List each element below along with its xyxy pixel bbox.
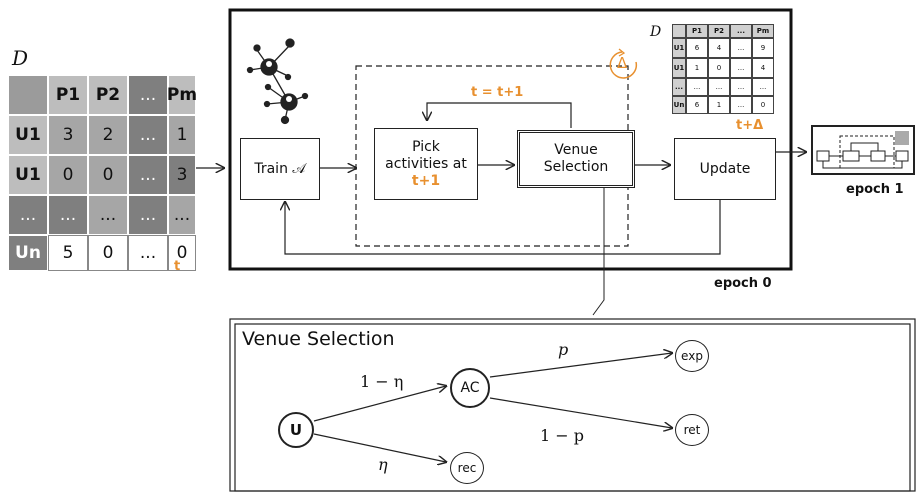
row-header: ... [672, 78, 686, 96]
node-ac: AC [450, 368, 490, 408]
matrix-cell: ... [168, 195, 196, 235]
node-ret: ret [675, 414, 709, 446]
matrix-cell: 0 [48, 155, 88, 195]
matrix-cell: 0 [708, 58, 730, 78]
edge-label-one-minus-p: 1 − p [540, 426, 584, 445]
matrix-cell: 0 [168, 235, 196, 271]
node-rec: rec [450, 452, 484, 484]
matrix-cell: 6 [686, 96, 708, 114]
row-header: U1 [672, 38, 686, 58]
venue-line1: Venue [554, 142, 598, 158]
matrix-cell: ... [730, 58, 752, 78]
matrix-cell: 6 [686, 38, 708, 58]
matrix-right-label: D [650, 24, 662, 40]
matrix-cell: ... [752, 78, 774, 96]
col-header: P1 [48, 75, 88, 115]
user-network-icon [246, 38, 309, 125]
matrix-cell: 3 [48, 115, 88, 155]
venue-selection-box: Venue Selection [517, 130, 635, 188]
col-header: P2 [88, 75, 128, 115]
venue-line2: Selection [543, 159, 609, 175]
pick-line1: Pick [412, 138, 440, 155]
matrix-right: P1 P2 ... Pm U1 6 4 ... 9 U1 1 0 ... 4 .… [672, 24, 784, 114]
matrix-left-label: D [12, 46, 29, 70]
matrix-left-time: t [174, 259, 181, 274]
row-header: U1 [8, 115, 48, 155]
node-u: U [278, 412, 314, 448]
matrix-corner [672, 24, 686, 38]
matrix-cell: 0 [88, 235, 128, 271]
matrix-cell: 4 [752, 58, 774, 78]
update-label: Update [699, 160, 751, 177]
epoch1-label: epoch 1 [846, 182, 904, 197]
matrix-cell: 9 [752, 38, 774, 58]
loop-label: t = t+1 [471, 85, 524, 100]
matrix-cell: 1 [168, 115, 196, 155]
matrix-cell: ... [48, 195, 88, 235]
pick-activities-box: Pick activities at t+1 [374, 128, 478, 200]
matrix-cell: 2 [88, 115, 128, 155]
row-header: Un [8, 235, 48, 271]
matrix-cell: ... [128, 155, 168, 195]
train-box: Train 𝒜 [240, 138, 320, 200]
epoch0-frame [228, 8, 793, 271]
venue-panel-title: Venue Selection [242, 328, 395, 350]
matrix-corner [8, 75, 48, 115]
edge-label-eta: η [378, 455, 388, 474]
update-box: Update [674, 138, 776, 200]
matrix-cell: 1 [686, 58, 708, 78]
pick-time: t+1 [411, 172, 441, 189]
matrix-cell: 1 [708, 96, 730, 114]
matrix-cell: ... [128, 195, 168, 235]
matrix-cell: ... [128, 115, 168, 155]
matrix-cell: 0 [88, 155, 128, 195]
matrix-cell: ... [686, 78, 708, 96]
epoch0-label: epoch 0 [714, 276, 772, 291]
matrix-right-time: t+Δ [736, 118, 764, 133]
edge-label-one-minus-eta: 1 − η [360, 372, 404, 391]
matrix-cell: 3 [168, 155, 196, 195]
edge-label-p: p [558, 340, 569, 359]
matrix-cell: ... [88, 195, 128, 235]
train-label: Train 𝒜 [254, 160, 306, 177]
row-header: Un [672, 96, 686, 114]
matrix-cell: 0 [752, 96, 774, 114]
row-header: U1 [672, 58, 686, 78]
col-header: P2 [708, 24, 730, 38]
row-header: U1 [8, 155, 48, 195]
matrix-cell: ... [128, 235, 168, 271]
col-header: ... [128, 75, 168, 115]
delta-icon: Δ [617, 54, 628, 72]
matrix-cell: ... [708, 78, 730, 96]
matrix-cell: 4 [708, 38, 730, 58]
epoch1-mini-diagram [811, 125, 915, 175]
matrix-cell: 5 [48, 235, 88, 271]
row-header: ... [8, 195, 48, 235]
col-header: Pm [167, 75, 197, 115]
col-header: P1 [686, 24, 708, 38]
col-header: Pm [752, 24, 774, 38]
matrix-cell: ... [730, 38, 752, 58]
matrix-cell: ... [730, 78, 752, 96]
col-header: ... [730, 24, 752, 38]
node-exp: exp [675, 340, 709, 372]
pick-line2: activities at [385, 155, 467, 172]
matrix-left: P1 P2 ... Pm U1 3 2 ... 1 U1 0 0 ... 3 .… [8, 75, 197, 271]
matrix-cell: ... [730, 96, 752, 114]
